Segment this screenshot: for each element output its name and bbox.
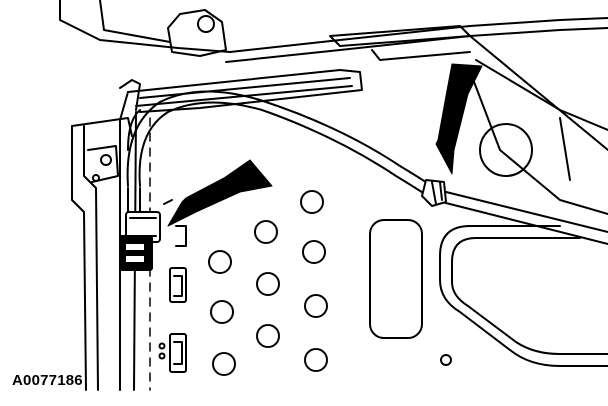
harness-clip <box>421 179 447 207</box>
arrow-to-clip-icon <box>435 63 483 175</box>
upper-panel <box>59 0 608 63</box>
figure-id-label: A0077186 <box>12 372 83 389</box>
electrical-connector <box>119 187 161 271</box>
wiring-harness <box>126 90 608 245</box>
arrow-to-connector-icon <box>167 159 273 227</box>
right-panel <box>439 35 608 367</box>
panel-openings <box>158 190 423 376</box>
